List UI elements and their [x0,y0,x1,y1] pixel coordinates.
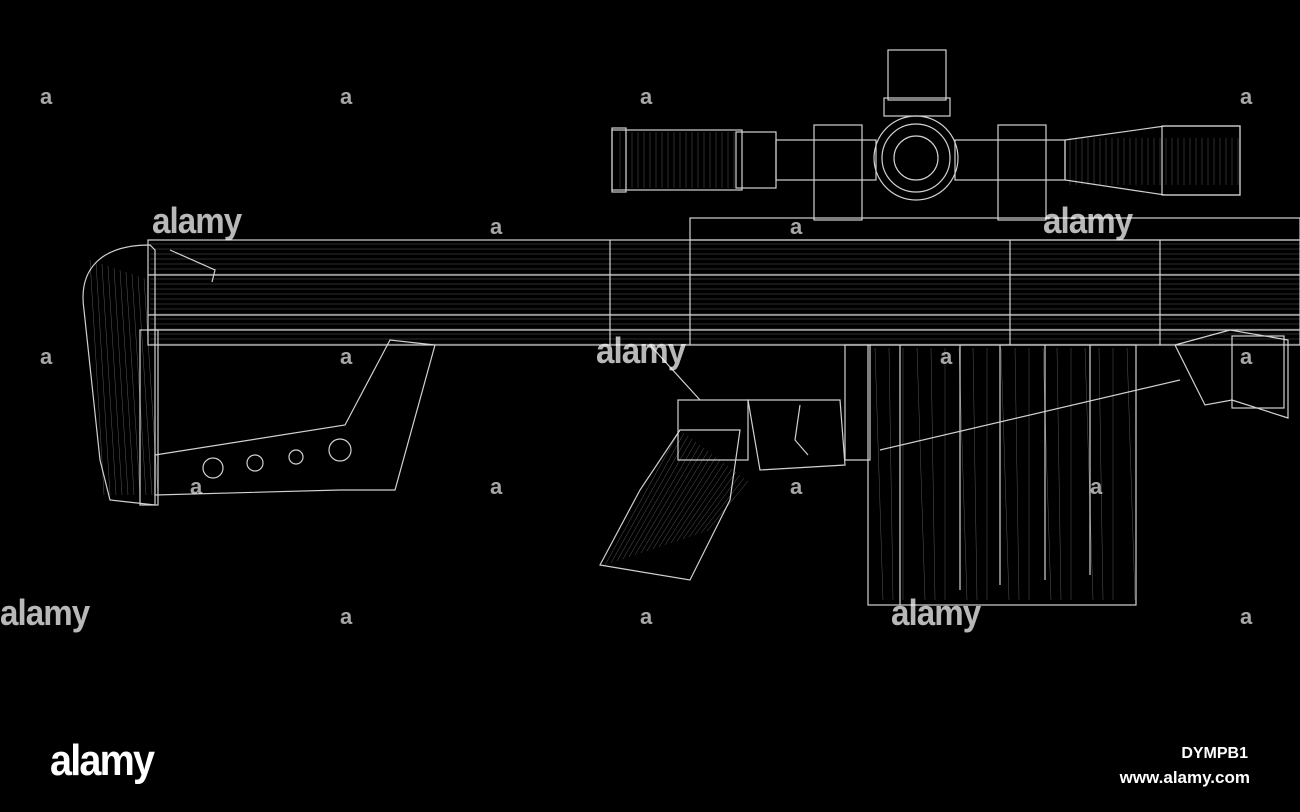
watermark-a: a [940,344,953,369]
watermark-alamy: alamy [891,592,981,633]
bipod-mount [879,329,1289,451]
watermark-a: a [1240,84,1253,109]
watermark-alamy: alamy [152,200,242,241]
watermark-alamy: alamy [1043,200,1133,241]
watermark-a: a [790,214,803,239]
watermark-a: a [340,84,353,109]
watermark-a: a [490,214,503,239]
watermark-a: a [640,84,653,109]
watermark-a: a [1090,474,1103,499]
pistol-grip [599,344,846,581]
watermark-a: a [190,474,203,499]
receiver-body [147,239,1300,346]
watermark-a: a [490,474,503,499]
magazine [844,344,1137,606]
watermark-a: a [1240,604,1253,629]
watermark-alamy: alamy [0,592,90,633]
scope [611,49,1241,221]
alamy-logo: alamy [50,736,155,785]
watermark-a: a [790,474,803,499]
watermark-a: a [340,344,353,369]
watermark-a: a [1240,344,1253,369]
stock [82,244,436,506]
image-id: DYMPB1 [1181,745,1248,762]
site-url: www.alamy.com [1119,768,1250,787]
top-rail [689,217,1300,241]
watermark-alamy: alamy [596,330,686,371]
watermark-a: a [40,84,53,109]
watermark-a: a [40,344,53,369]
watermark-a: a [340,604,353,629]
watermark-a: a [640,604,653,629]
